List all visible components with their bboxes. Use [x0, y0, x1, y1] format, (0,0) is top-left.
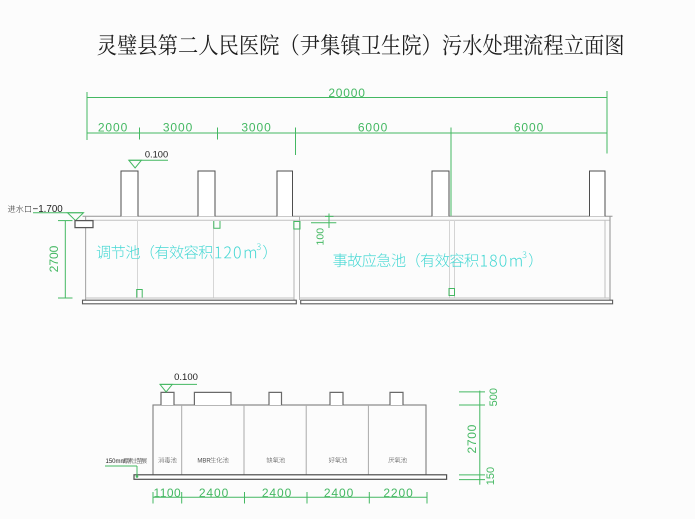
svg-text:−1.700: −1.700	[33, 204, 64, 215]
svg-text:0.100: 0.100	[145, 150, 168, 160]
svg-text:2400: 2400	[262, 486, 292, 500]
svg-text:150mm: 150mm	[106, 459, 126, 465]
svg-text:3000: 3000	[163, 120, 193, 134]
svg-text:2200: 2200	[383, 486, 413, 500]
svg-text:2700: 2700	[465, 424, 479, 454]
svg-text:1100: 1100	[153, 486, 181, 500]
svg-text:3000: 3000	[241, 120, 271, 134]
svg-text:2400: 2400	[199, 486, 229, 500]
svg-text:2400: 2400	[324, 486, 354, 500]
svg-text:150: 150	[485, 467, 497, 485]
svg-text:MBR: MBR	[197, 458, 211, 464]
svg-text:0.100: 0.100	[174, 372, 198, 383]
svg-text:20000: 20000	[328, 86, 365, 100]
svg-text:2700: 2700	[47, 245, 61, 272]
svg-text:6000: 6000	[358, 120, 388, 134]
svg-text:100: 100	[315, 228, 327, 246]
svg-text:6000: 6000	[514, 120, 544, 134]
svg-text:500: 500	[488, 388, 500, 406]
svg-text:2000: 2000	[98, 120, 128, 134]
